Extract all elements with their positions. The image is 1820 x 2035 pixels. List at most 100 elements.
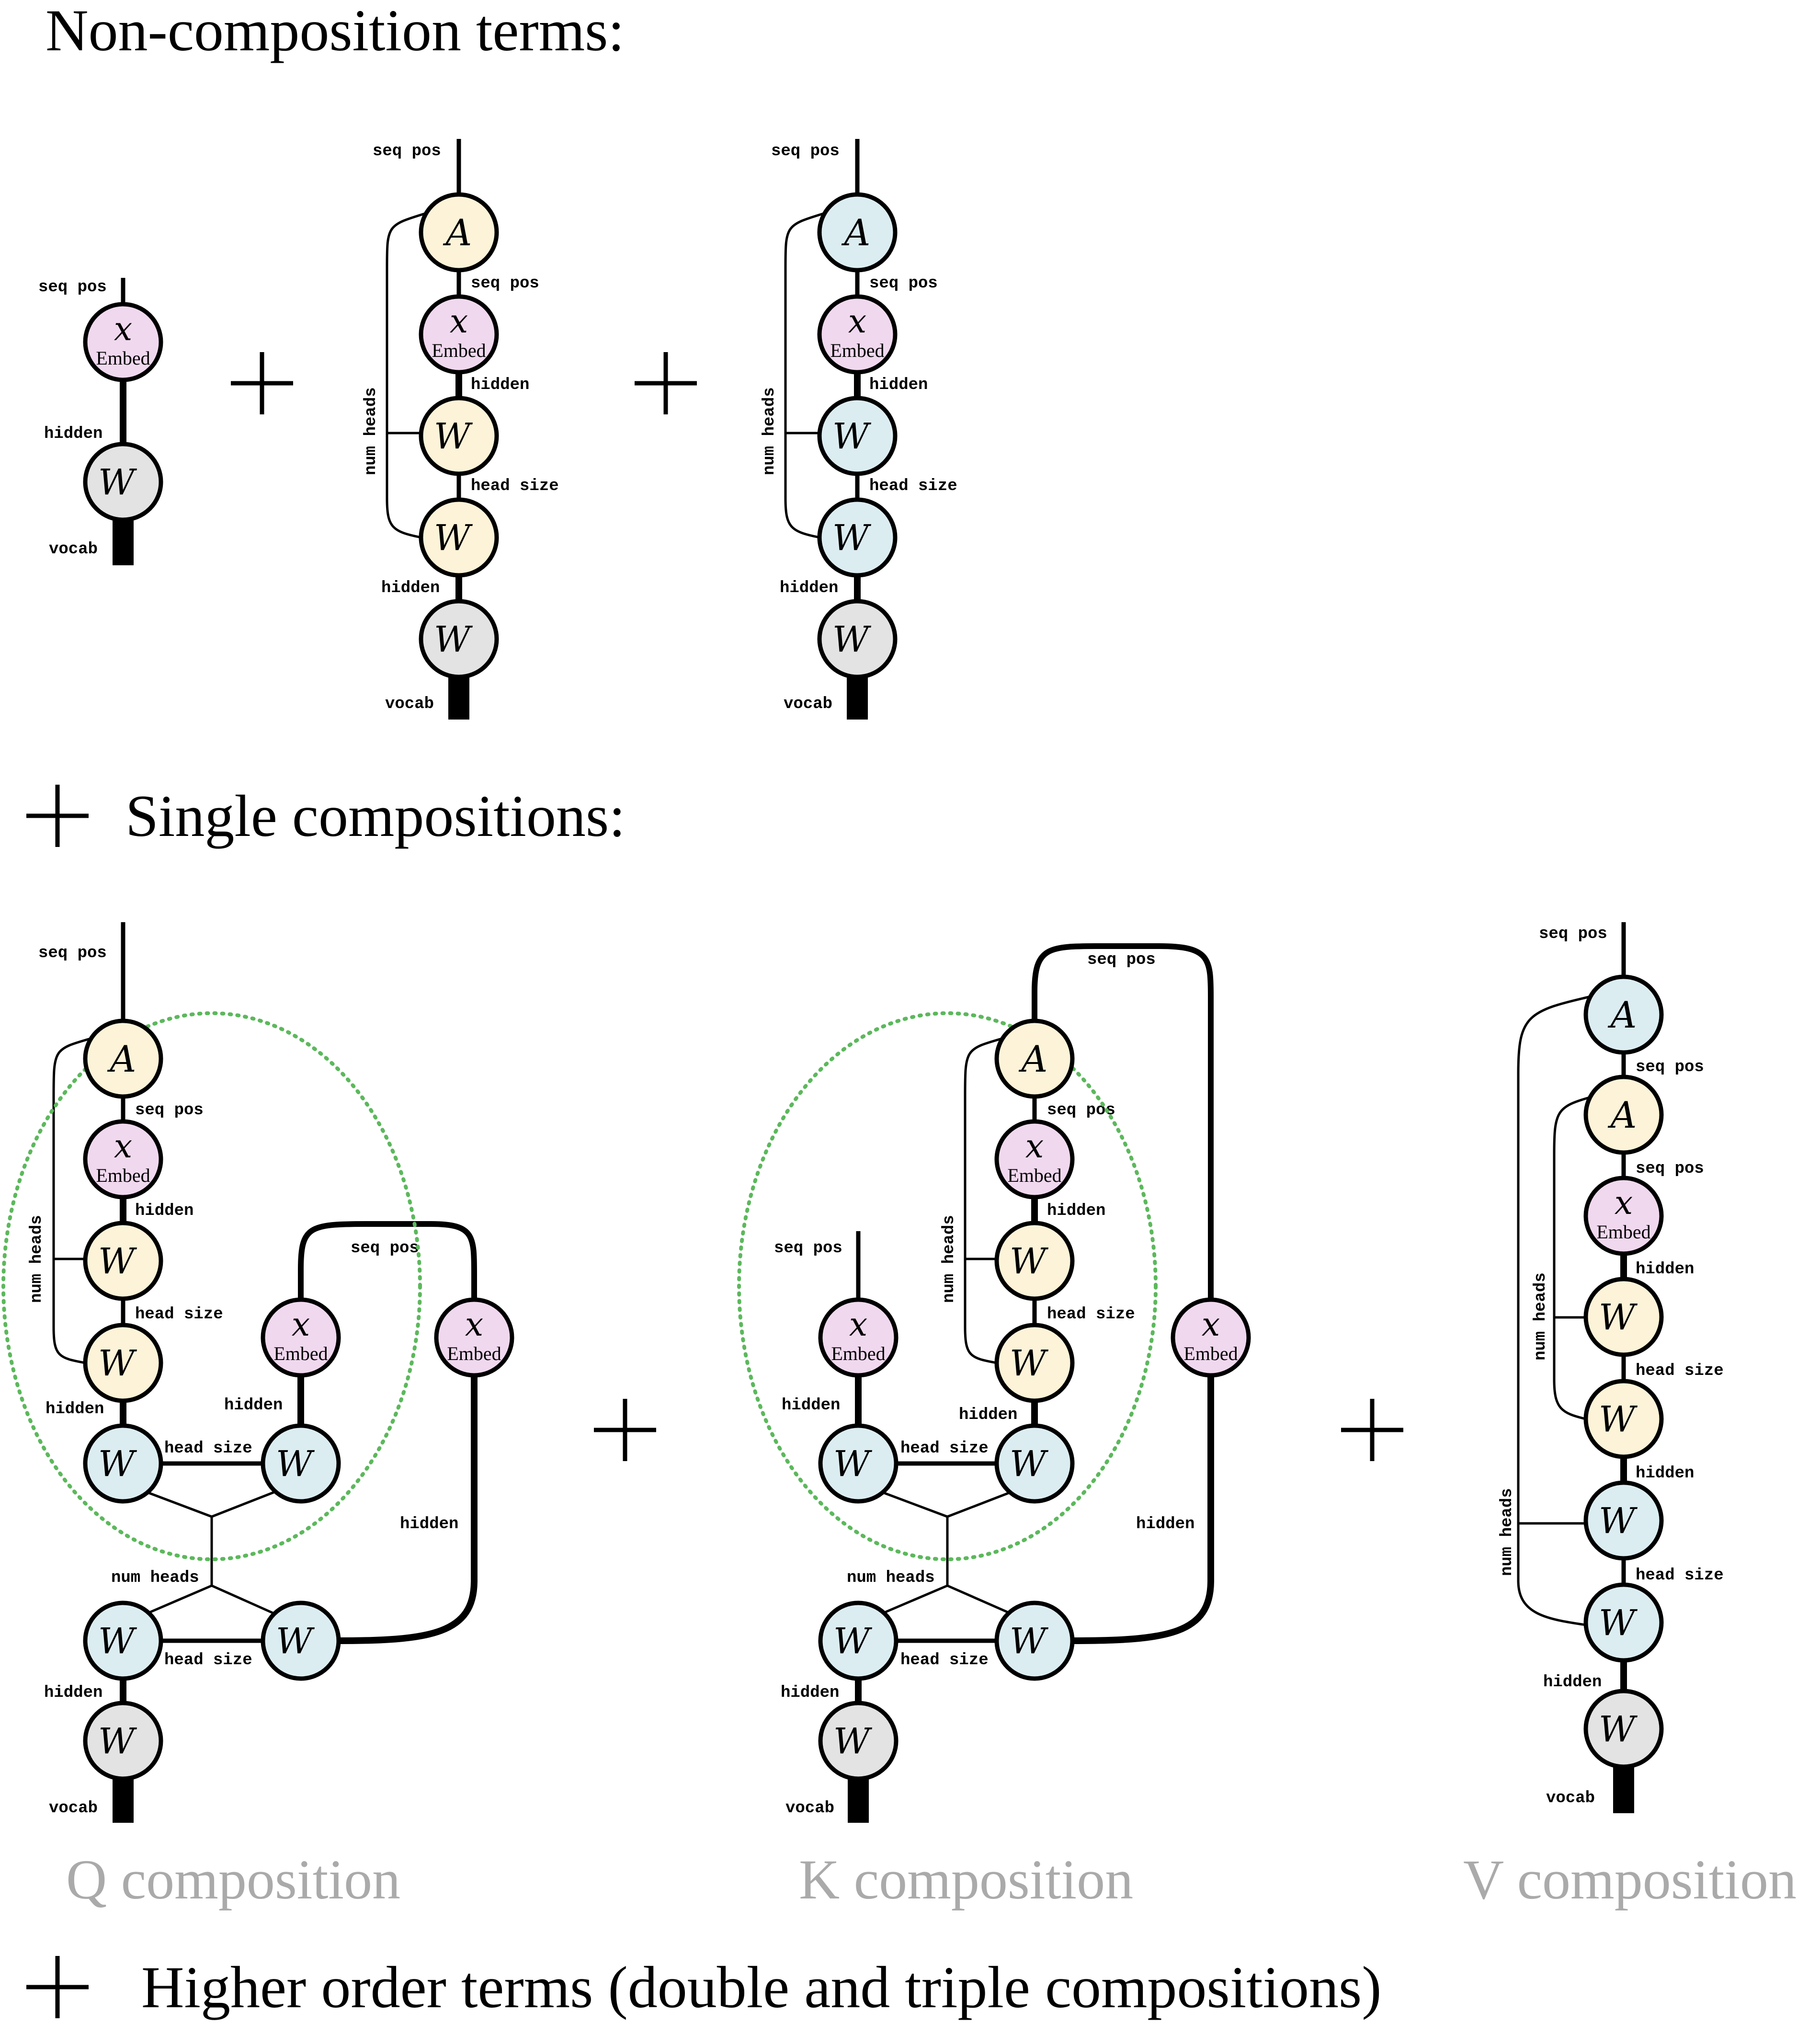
heading-single-compositions: Single compositions:: [125, 783, 626, 849]
node-symbol: W: [1599, 1709, 1638, 1750]
q-v-hidden-wire: [338, 1376, 478, 1644]
v-label-seq-pos-2: seq pos: [1636, 1160, 1704, 1178]
node-symbol: x: [848, 303, 866, 341]
head1-unembed-node: W: [419, 599, 499, 679]
head2-attention-node: A: [817, 192, 898, 273]
node-symbol: W: [833, 1721, 873, 1762]
v-label-head-size: head size: [1636, 1362, 1724, 1380]
q-grouping-ellipse: [1, 1011, 422, 1561]
q-label-head-size: head size: [135, 1305, 223, 1324]
node-symbol: W: [98, 462, 137, 503]
caption-k-composition: K composition: [799, 1848, 1133, 1911]
node-symbol: W: [1010, 1241, 1049, 1282]
q-num-heads-wire: [52, 1037, 91, 1364]
unembed-node: W: [83, 442, 163, 522]
q-label-qk-head-size: head size: [164, 1440, 252, 1458]
node-symbol: W: [1599, 1297, 1638, 1338]
q-label-k-seq-pos: seq pos: [351, 1239, 419, 1258]
head2-label-hidden-2: hidden: [780, 579, 838, 597]
q-wv-blue-node: W: [261, 1601, 341, 1681]
k-label-hidden-3: hidden: [781, 1684, 839, 1702]
node-symbol: x: [1202, 1306, 1220, 1344]
node-symbol: W: [98, 1621, 137, 1662]
k-label-qk-head-size: head size: [900, 1440, 989, 1458]
node-symbol: W: [276, 1443, 315, 1485]
q-label-vocab: vocab: [49, 1799, 98, 1818]
embed-label: Embed: [273, 1343, 328, 1364]
node-symbol: x: [1615, 1184, 1633, 1222]
v-wo-blue-node: W: [1583, 1582, 1664, 1663]
node-symbol: x: [465, 1306, 483, 1344]
node-symbol: A: [1608, 994, 1637, 1036]
node-symbol: W: [1599, 1602, 1638, 1644]
k-wo-amber-node: W: [994, 1323, 1075, 1403]
head2-unembed-node: W: [817, 599, 898, 679]
v-inner-num-heads-wire: [1553, 1096, 1592, 1420]
k-label-num-heads-2: num heads: [847, 1569, 935, 1587]
k-num-heads-wire: [964, 1037, 1002, 1364]
node-symbol: x: [114, 310, 132, 348]
label-hidden: hidden: [44, 425, 102, 443]
head2-label-seq-pos: seq pos: [869, 274, 938, 293]
caption-q-composition: Q composition: [66, 1848, 400, 1911]
head2-num-heads-wire: [784, 212, 825, 539]
head1-label-num-heads: num heads: [362, 387, 380, 475]
v-label-inner-num-heads: num heads: [1532, 1272, 1550, 1360]
k-qk-num-heads-wire: [882, 1491, 1011, 1518]
node-symbol: W: [833, 1621, 873, 1662]
head2-wv-node: W: [817, 396, 898, 476]
node-symbol: A: [1019, 1038, 1048, 1080]
v-attention-blue-node: A: [1583, 974, 1664, 1055]
node-symbol: W: [833, 1443, 873, 1485]
q-k-seq-pos-wire: [298, 1221, 477, 1301]
node-symbol: x: [1025, 1128, 1044, 1166]
head2-label-vocab: vocab: [784, 695, 832, 713]
k-ov-num-heads-wire: [882, 1584, 1012, 1615]
node-symbol: W: [98, 1443, 137, 1485]
node-symbol: A: [443, 211, 472, 254]
k-label-head-size: head size: [1047, 1305, 1135, 1324]
embed-label: Embed: [1007, 1165, 1061, 1186]
q-label-k-hidden: hidden: [224, 1396, 283, 1415]
node-symbol: x: [450, 303, 468, 341]
head1-num-heads-wire: [386, 212, 427, 539]
node-symbol: W: [434, 619, 473, 660]
head1-wv-node: W: [419, 396, 499, 476]
k-attention-node: A: [994, 1018, 1075, 1099]
head1-label-seq-pos: seq pos: [471, 274, 539, 293]
node-symbol: W: [1599, 1500, 1638, 1542]
embed-label: Embed: [447, 1343, 501, 1364]
head2-label-num-heads: num heads: [761, 387, 779, 475]
label-seq-pos: seq pos: [38, 278, 107, 297]
node-symbol: A: [842, 211, 871, 254]
q-label-num-heads-2: num heads: [111, 1569, 199, 1587]
node-symbol: W: [832, 416, 872, 457]
k-wv-blue-node: W: [994, 1601, 1075, 1681]
node-symbol: x: [114, 1128, 132, 1166]
head2-label-seq-pos-top: seq pos: [771, 142, 840, 160]
k-wq-node: W: [818, 1423, 899, 1504]
node-symbol: W: [434, 517, 473, 559]
q-wq-node: W: [83, 1423, 163, 1504]
q-wo-blue-node: W: [83, 1601, 163, 1681]
q-wv-amber-node: W: [83, 1221, 163, 1301]
v-label-hidden-3: hidden: [1543, 1673, 1602, 1692]
node-symbol: W: [1010, 1443, 1049, 1485]
embed-label: Embed: [432, 340, 486, 361]
head1-attention-node: A: [419, 192, 499, 273]
node-symbol: W: [98, 1721, 137, 1762]
head2-wo-node: W: [817, 497, 898, 578]
q-ov-num-heads-wire: [147, 1584, 275, 1615]
k-v-hidden-wire: [1072, 1376, 1214, 1644]
node-symbol: W: [832, 517, 872, 559]
v-wo-amber-node: W: [1583, 1379, 1664, 1459]
k-label-hidden-2: hidden: [959, 1406, 1017, 1424]
embed-label: Embed: [96, 1165, 150, 1186]
